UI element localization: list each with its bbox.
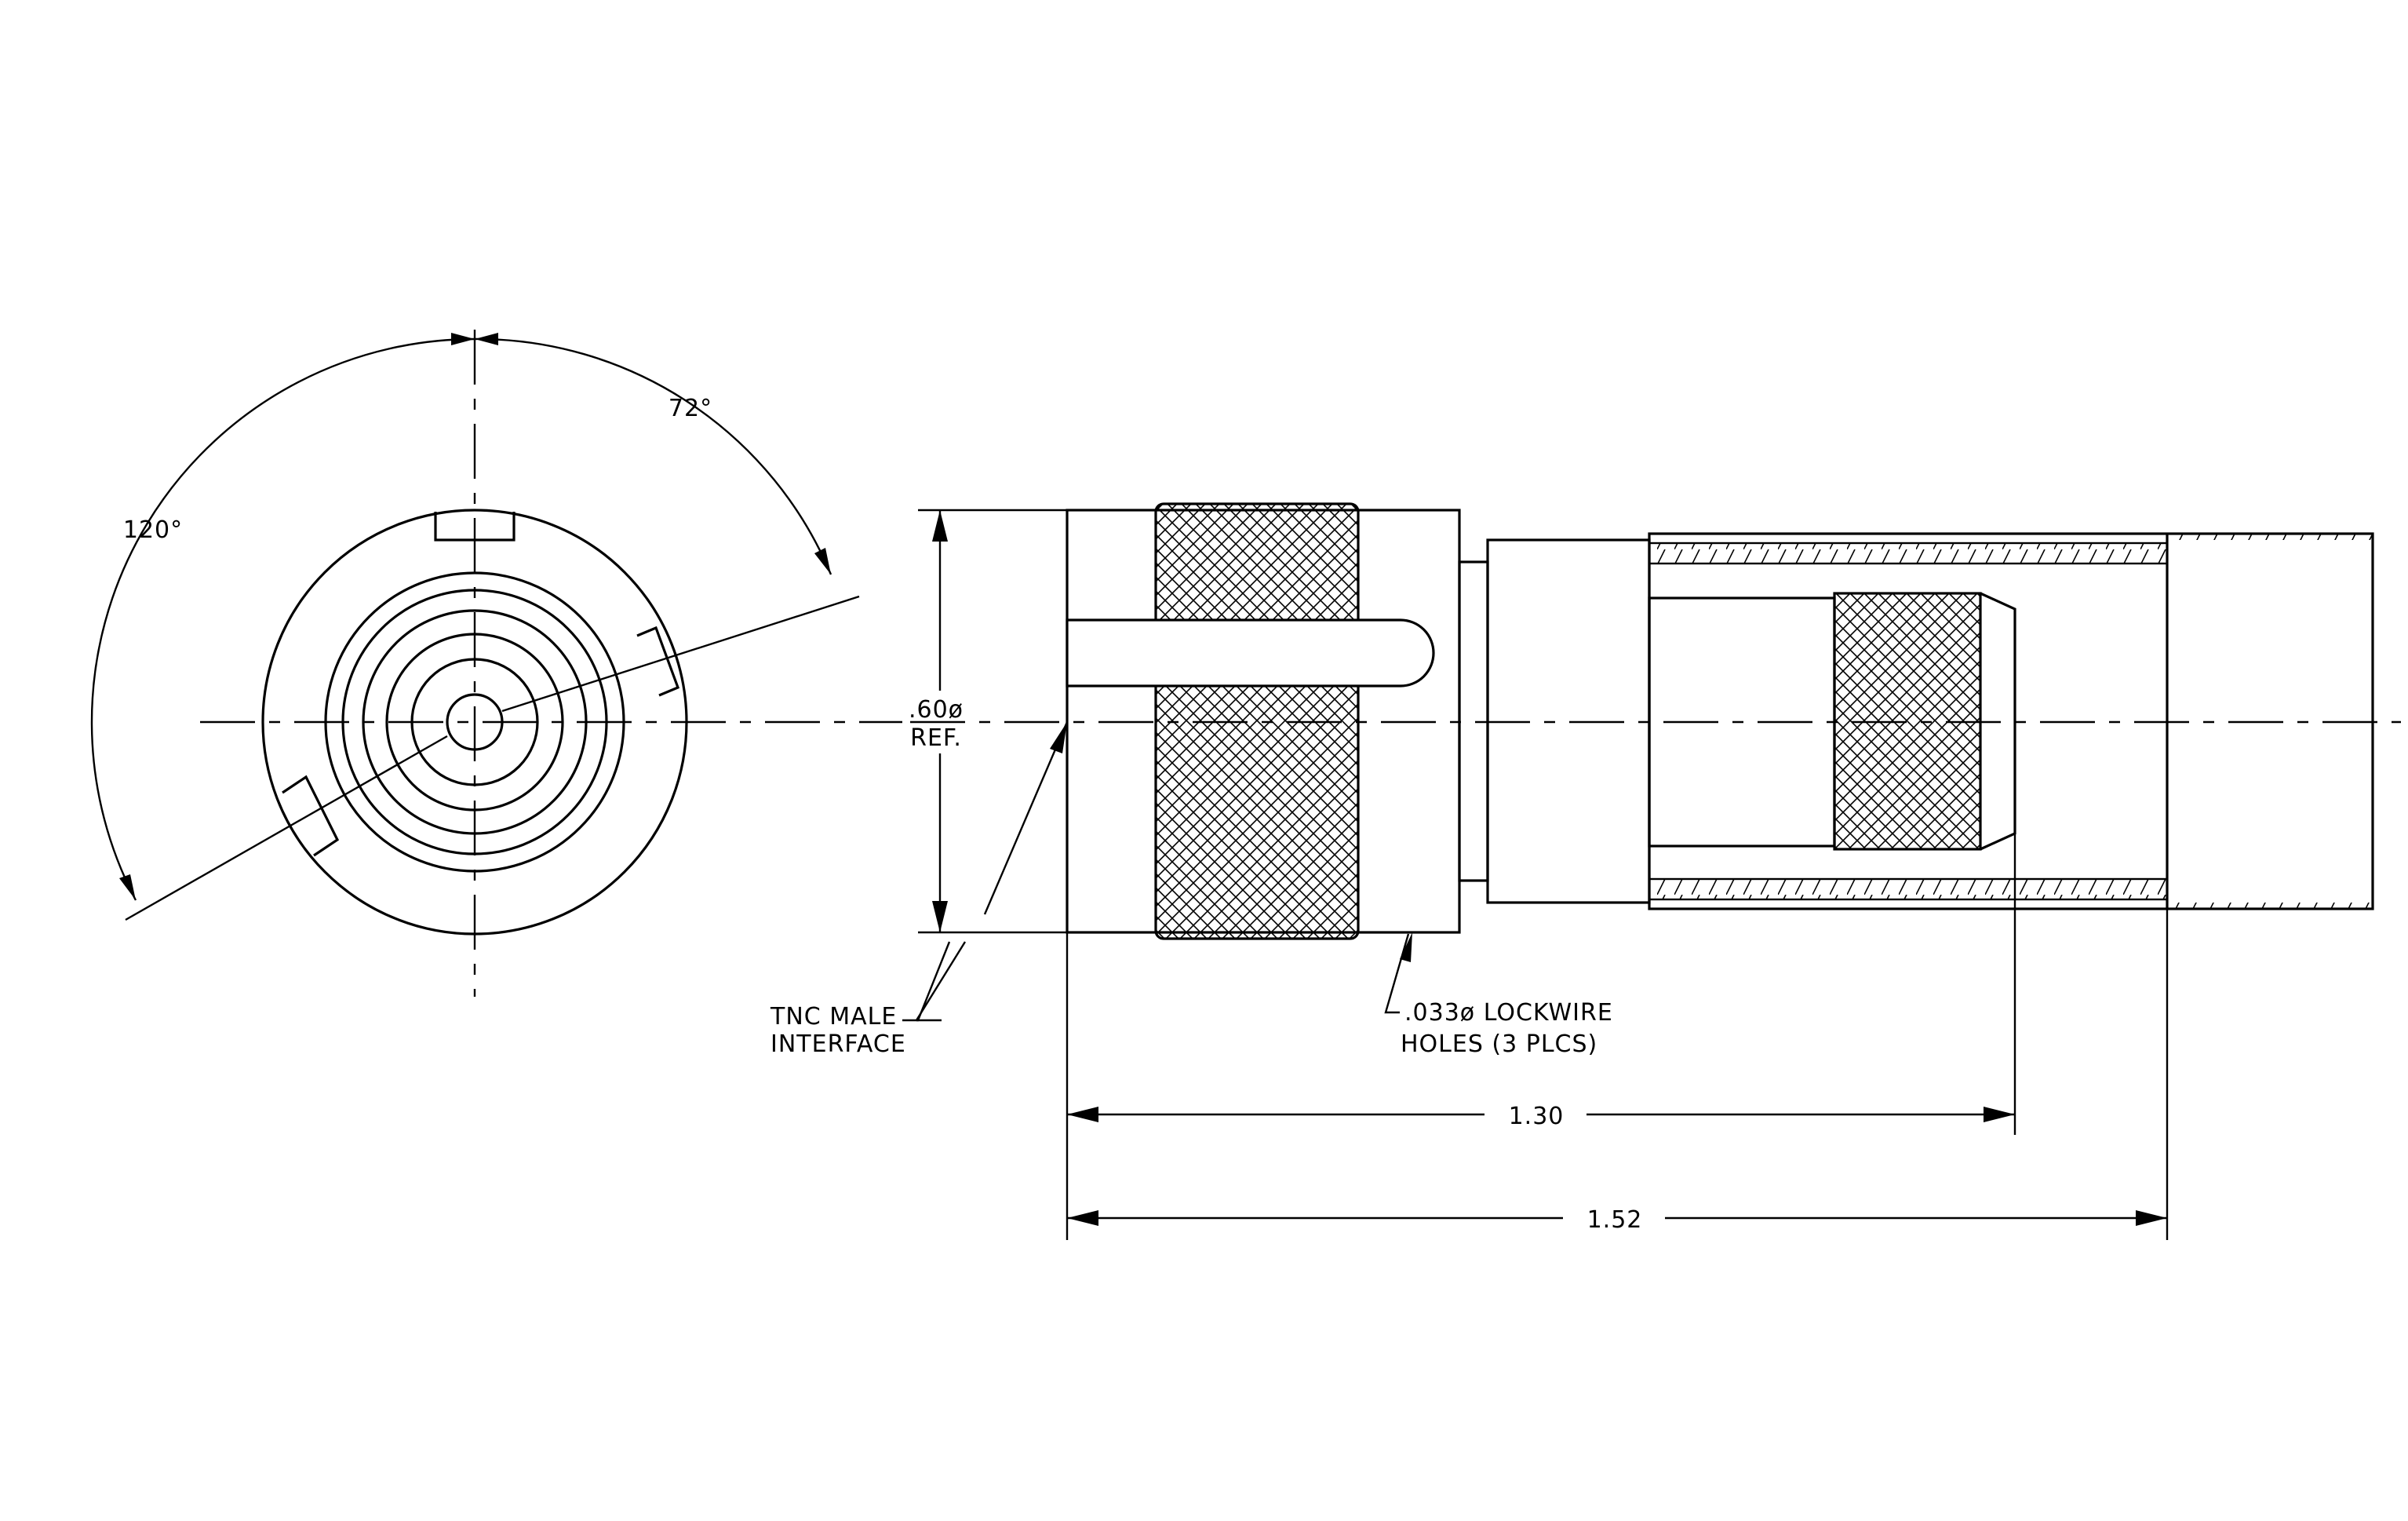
inner-ring-1 (341, 589, 608, 855)
arrowhead (932, 901, 948, 932)
angle-arc-120 (90, 337, 475, 901)
inner-ring-3 (385, 633, 564, 812)
arrowhead (932, 510, 948, 542)
sleeve-edge-bottom (2167, 903, 2373, 909)
arrowhead (1067, 1107, 1098, 1122)
lockwire-label-line1: .033ø LOCKWIRE (1404, 999, 1613, 1027)
diameter-value: .60ø (909, 696, 964, 724)
lockwire-leader-line (1384, 933, 1410, 1014)
interface-leader-line (902, 941, 951, 1022)
angle-label-120: 120° (123, 516, 183, 544)
arrowhead (451, 333, 475, 345)
lockwire-notch-top (434, 512, 515, 542)
angle-reference-line-72 (501, 595, 860, 713)
arrowhead (1050, 722, 1067, 753)
interface-label-line2: INTERFACE (770, 1030, 906, 1058)
center-pin (446, 693, 504, 751)
interface-label-line1: TNC MALE (770, 1003, 897, 1030)
inner-ring-2 (362, 609, 588, 835)
insulator-ring (410, 658, 539, 786)
arrowhead (1067, 1210, 1098, 1226)
outer-ring (261, 509, 688, 936)
lockwire-rod (1066, 618, 1435, 688)
sleeve-edge-top (2167, 534, 2373, 540)
dim-label-1-52: 1.52 (1587, 1206, 1643, 1234)
inner-knurled-ferrule (1833, 592, 1982, 851)
ferrule-taper (1980, 592, 2016, 851)
angle-reference-line-120 (125, 735, 448, 921)
knurled-coupling-nut (1154, 502, 1360, 940)
sleeve-wall-top (1648, 542, 2169, 565)
angle-label-72: 72° (668, 395, 712, 422)
end-view: 72° 120° (90, 330, 902, 997)
arrowhead (1400, 932, 1412, 962)
angle-arc-72 (474, 337, 832, 575)
diameter-ref: REF. (910, 724, 962, 752)
arrowhead (814, 548, 831, 574)
interface-leader-line (915, 941, 967, 1021)
arrowhead (475, 333, 498, 345)
coupling-ring (324, 571, 625, 873)
side-view: .60ø REF. TNC MALE INTERFACE .033ø LOCKW… (770, 502, 2401, 1240)
lockwire-notch-left (282, 775, 340, 857)
interface-leader-line (983, 721, 1069, 915)
lockwire-label-line2: HOLES (3 PLCS) (1401, 1030, 1597, 1058)
arrowhead (119, 874, 136, 900)
sleeve-wall-bottom (1648, 877, 2169, 901)
dim-label-1-30: 1.30 (1509, 1103, 1565, 1130)
arrowhead (1984, 1107, 2015, 1122)
arrowhead (2136, 1210, 2167, 1226)
